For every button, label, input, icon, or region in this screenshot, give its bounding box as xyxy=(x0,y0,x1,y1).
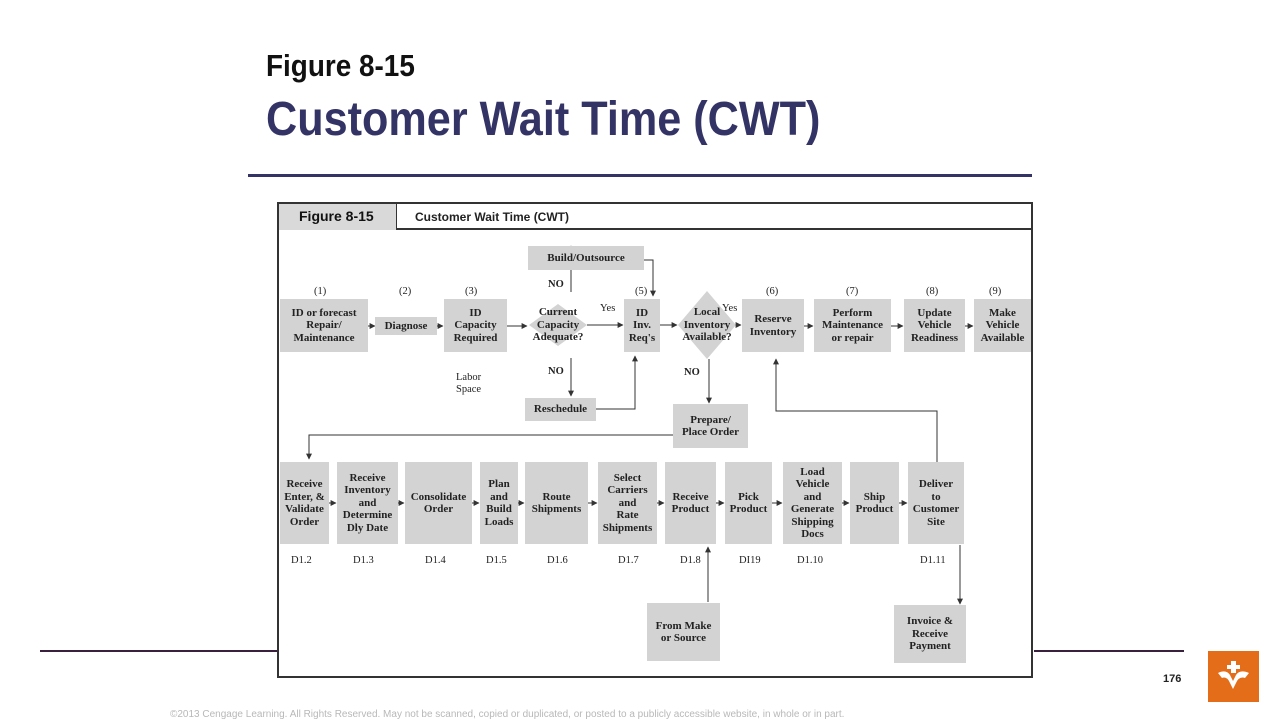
step-number: (6) xyxy=(766,286,779,297)
step-number: (1) xyxy=(314,286,327,297)
decision-local-inventory: Local Inventory Available? xyxy=(682,306,732,344)
process-code: D1.11 xyxy=(920,555,946,566)
process-box-route-shipments: Route Shipments xyxy=(525,462,588,544)
process-box-prepare-order: Prepare/ Place Order xyxy=(673,404,748,448)
process-box-perform-maintenance: Perform Maintenance or repair xyxy=(814,299,891,352)
step-number: (7) xyxy=(846,286,859,297)
publisher-logo xyxy=(1208,651,1259,702)
process-code: D1.2 xyxy=(291,555,312,566)
step-number: (3) xyxy=(465,286,478,297)
copyright-notice: ©2013 Cengage Learning. All Rights Reser… xyxy=(170,709,845,720)
process-code: D1.4 xyxy=(425,555,446,566)
process-code: D1.7 xyxy=(618,555,639,566)
process-box-diagnose: Diagnose xyxy=(375,317,437,335)
process-box-deliver-to-site: Deliver to Customer Site xyxy=(908,462,964,544)
process-box-inventory-requirements: ID Inv. Req's xyxy=(624,299,660,352)
figure-tab: Figure 8-15 xyxy=(279,204,397,230)
step-number: (2) xyxy=(399,286,412,297)
process-box-capacity-required: ID Capacity Required xyxy=(444,299,507,352)
process-code: DI19 xyxy=(739,555,761,566)
decision-diamond-capacity xyxy=(529,304,587,346)
decision-capacity-adequate: Current Capacity Adequate? xyxy=(532,306,584,344)
page-number: 176 xyxy=(1163,673,1182,685)
process-box-consolidate-order: Consolidate Order xyxy=(405,462,472,544)
label-yes-inventory: Yes xyxy=(722,303,738,314)
process-box-build-outsource: Build/Outsource xyxy=(528,246,644,270)
process-box-forecast: ID or forecast Repair/ Maintenance xyxy=(280,299,368,352)
flow-arrows xyxy=(306,245,974,605)
process-box-receive-inventory: Receive Inventory and Determine Dly Date xyxy=(337,462,398,544)
process-box-reserve-inventory: Reserve Inventory xyxy=(742,299,804,352)
process-code: D1.6 xyxy=(547,555,568,566)
process-code: D1.5 xyxy=(486,555,507,566)
label-yes-capacity: Yes xyxy=(600,303,616,314)
title-divider xyxy=(248,174,1032,177)
logo-mark-icon xyxy=(1218,661,1249,689)
process-box-receive-product: Receive Product xyxy=(665,462,716,544)
label-labor-space: Labor Space xyxy=(456,372,482,395)
step-number: (9) xyxy=(989,286,1002,297)
label-no-bottom: NO xyxy=(548,366,564,377)
process-code: D1.3 xyxy=(353,555,374,566)
step-number: (5) xyxy=(635,286,648,297)
process-box-select-carriers: Select Carriers and Rate Shipments xyxy=(598,462,657,544)
process-box-ship-product: Ship Product xyxy=(850,462,899,544)
process-code: D1.10 xyxy=(797,555,823,566)
process-box-receive-validate-order: Receive Enter, & Validate Order xyxy=(280,462,329,544)
process-box-plan-build-loads: Plan and Build Loads xyxy=(480,462,518,544)
process-code: D1.8 xyxy=(680,555,701,566)
step-number: (8) xyxy=(926,286,939,297)
process-box-from-make-or-source: From Make or Source xyxy=(647,603,720,661)
slide-title: Customer Wait Time (CWT) xyxy=(266,93,821,146)
process-box-reschedule: Reschedule xyxy=(525,398,596,421)
process-box-pick-product: Pick Product xyxy=(725,462,772,544)
figure-header-title: Customer Wait Time (CWT) xyxy=(415,210,570,224)
slide-title-figure-number: Figure 8-15 xyxy=(266,48,415,83)
process-box-update-readiness: Update Vehicle Readiness xyxy=(904,299,965,352)
footer-divider-right xyxy=(1034,650,1184,652)
label-no-top: NO xyxy=(548,279,564,290)
label-no-inventory: NO xyxy=(684,367,700,378)
process-box-make-available: Make Vehicle Available xyxy=(974,299,1031,352)
process-box-load-vehicle: Load Vehicle and Generate Shipping Docs xyxy=(783,462,842,544)
figure-panel: Figure 8-15 Customer Wait Time (CWT) xyxy=(277,202,1033,678)
footer-divider-left xyxy=(40,650,278,652)
process-box-invoice-payment: Invoice & Receive Payment xyxy=(894,605,966,663)
decision-diamond-inventory xyxy=(678,291,736,359)
figure-header: Figure 8-15 Customer Wait Time (CWT) xyxy=(279,204,1031,230)
